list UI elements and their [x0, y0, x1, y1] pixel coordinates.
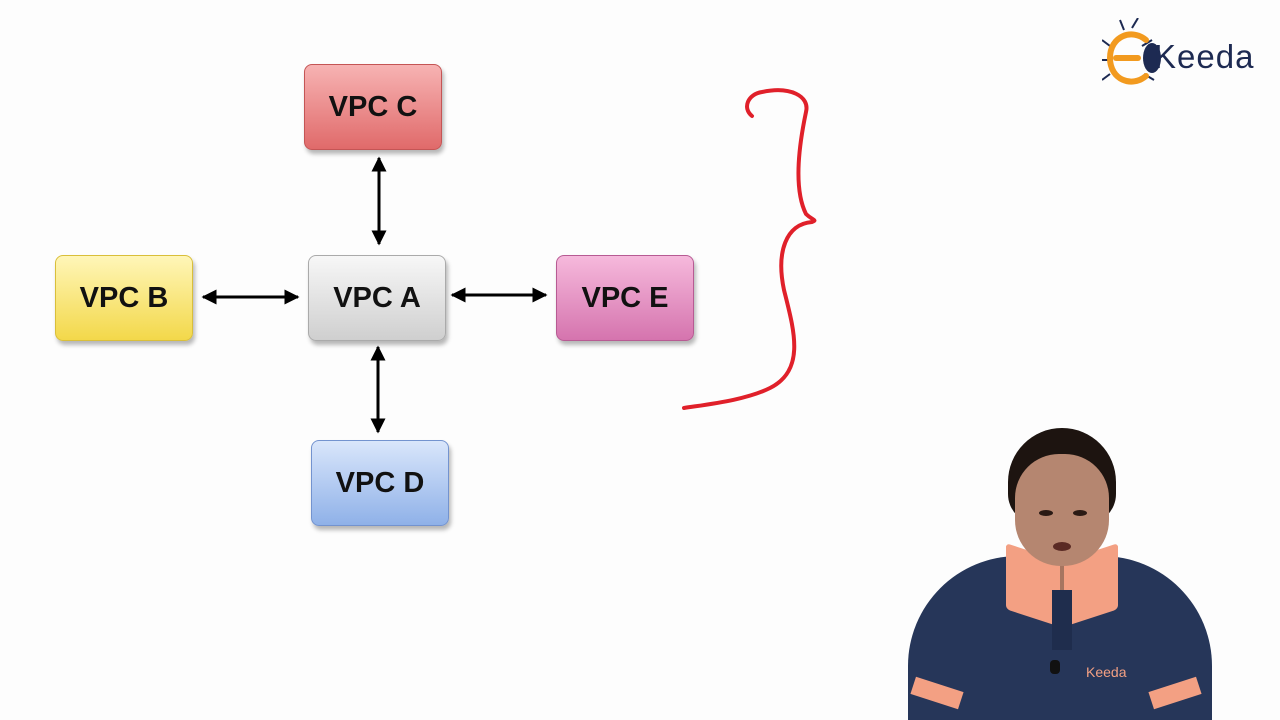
- ekeeda-logo: Keeda: [1100, 17, 1255, 96]
- vpc-b-label: VPC B: [79, 281, 169, 314]
- vpc-b-node: VPC B: [55, 255, 193, 341]
- lapel-mic-icon: [1050, 660, 1060, 674]
- vpc-c-label: VPC C: [328, 90, 418, 123]
- eye-right: [1073, 510, 1087, 516]
- vpc-e-label: VPC E: [581, 281, 669, 314]
- shirt-logo-text: Keeda: [1086, 664, 1127, 680]
- eye-left: [1039, 510, 1053, 516]
- vpc-a-node: VPC A: [308, 255, 446, 341]
- ekeeda-e-icon: [1100, 17, 1161, 85]
- shirt-placket: [1052, 590, 1072, 650]
- presenter: Keeda: [900, 428, 1220, 720]
- vpc-d-node: VPC D: [311, 440, 449, 526]
- curly-brace-annotation: [682, 88, 817, 410]
- mouth: [1053, 542, 1071, 551]
- vpc-a-label: VPC A: [333, 281, 421, 314]
- vpc-c-node: VPC C: [304, 64, 442, 150]
- vpc-d-label: VPC D: [335, 466, 425, 499]
- vpc-e-node: VPC E: [556, 255, 694, 341]
- presenter-face: [1015, 454, 1109, 566]
- ekeeda-logo-text: Keeda: [1154, 38, 1255, 75]
